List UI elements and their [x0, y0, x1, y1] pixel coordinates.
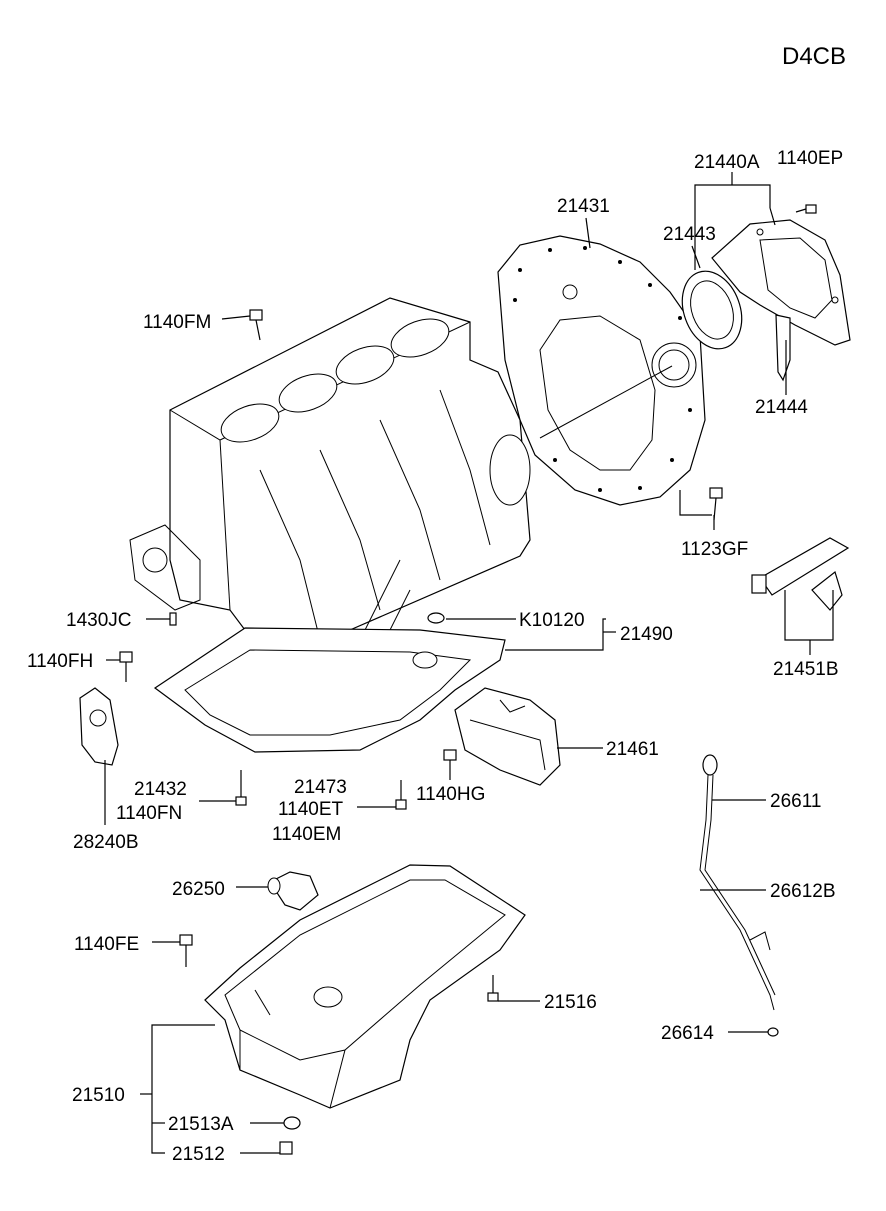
oil-separator-21461	[454, 687, 561, 786]
label-28240B: 28240B	[73, 832, 139, 853]
bolt-1140FM	[249, 309, 263, 341]
label-21490: 21490	[620, 624, 673, 645]
oil-pan-21510	[204, 864, 526, 1109]
label-26611: 26611	[770, 791, 821, 812]
label-21443: 21443	[663, 224, 716, 245]
bolt-1140FN	[235, 770, 247, 806]
label-1140EP: 1140EP	[777, 148, 843, 169]
leader-lines	[104, 172, 834, 1154]
cylinder-block	[129, 297, 531, 669]
label-1140HG: 1140HG	[416, 784, 485, 805]
sealant-tube-21451B	[751, 537, 850, 611]
label-1140FN: 1140FN	[116, 803, 182, 824]
drain-gasket-21513A	[283, 1116, 301, 1130]
label-21510: 21510	[72, 1085, 125, 1106]
o-ring-26614	[767, 1027, 779, 1037]
bolt-1140EP	[795, 204, 817, 214]
label-26614: 26614	[661, 1023, 714, 1044]
label-21512: 21512	[172, 1144, 225, 1165]
label-26612B: 26612B	[770, 881, 836, 902]
oil-pump-tube-26250	[267, 871, 319, 911]
label-21513A: 21513A	[168, 1114, 234, 1135]
label-21461: 21461	[606, 739, 659, 760]
label-1140FE: 1140FE	[74, 934, 139, 955]
label-21432: 21432	[134, 779, 187, 800]
dowel-1430JC	[169, 612, 177, 626]
bolt-21516	[487, 975, 499, 1002]
bolt-1140HG	[443, 749, 457, 780]
oil-dipstick-26611	[699, 754, 776, 1011]
label-26250: 26250	[172, 879, 225, 900]
bolt-1140ET	[395, 780, 407, 810]
label-21444: 21444	[755, 397, 808, 418]
oil-strainer-28240B	[79, 687, 119, 766]
label-1140FH: 1140FH	[27, 651, 93, 672]
label-21440A: 21440A	[694, 152, 760, 173]
bolt-1140FE	[179, 934, 193, 967]
label-1140EM: 1140EM	[272, 824, 341, 845]
label-21473: 21473	[294, 777, 347, 798]
rear-plate-21431	[497, 235, 706, 506]
label-K10120: K10120	[519, 610, 585, 631]
label-21451B: 21451B	[773, 659, 839, 680]
gasket-K10120	[427, 612, 445, 624]
label-21516: 21516	[544, 992, 597, 1013]
ladder-frame-21490	[153, 627, 506, 753]
engine-code-label: D4CB	[782, 43, 846, 70]
label-21431: 21431	[557, 196, 610, 217]
label-1430JC: 1430JC	[66, 610, 132, 631]
label-1140FM: 1140FM	[143, 312, 211, 333]
label-1123GF: 1123GF	[681, 539, 748, 560]
drain-plug-21512	[279, 1141, 293, 1155]
label-1140ET: 1140ET	[278, 799, 344, 820]
bolt-1140FH	[119, 651, 133, 682]
rear-oil-seal-case-21440A	[681, 219, 851, 382]
